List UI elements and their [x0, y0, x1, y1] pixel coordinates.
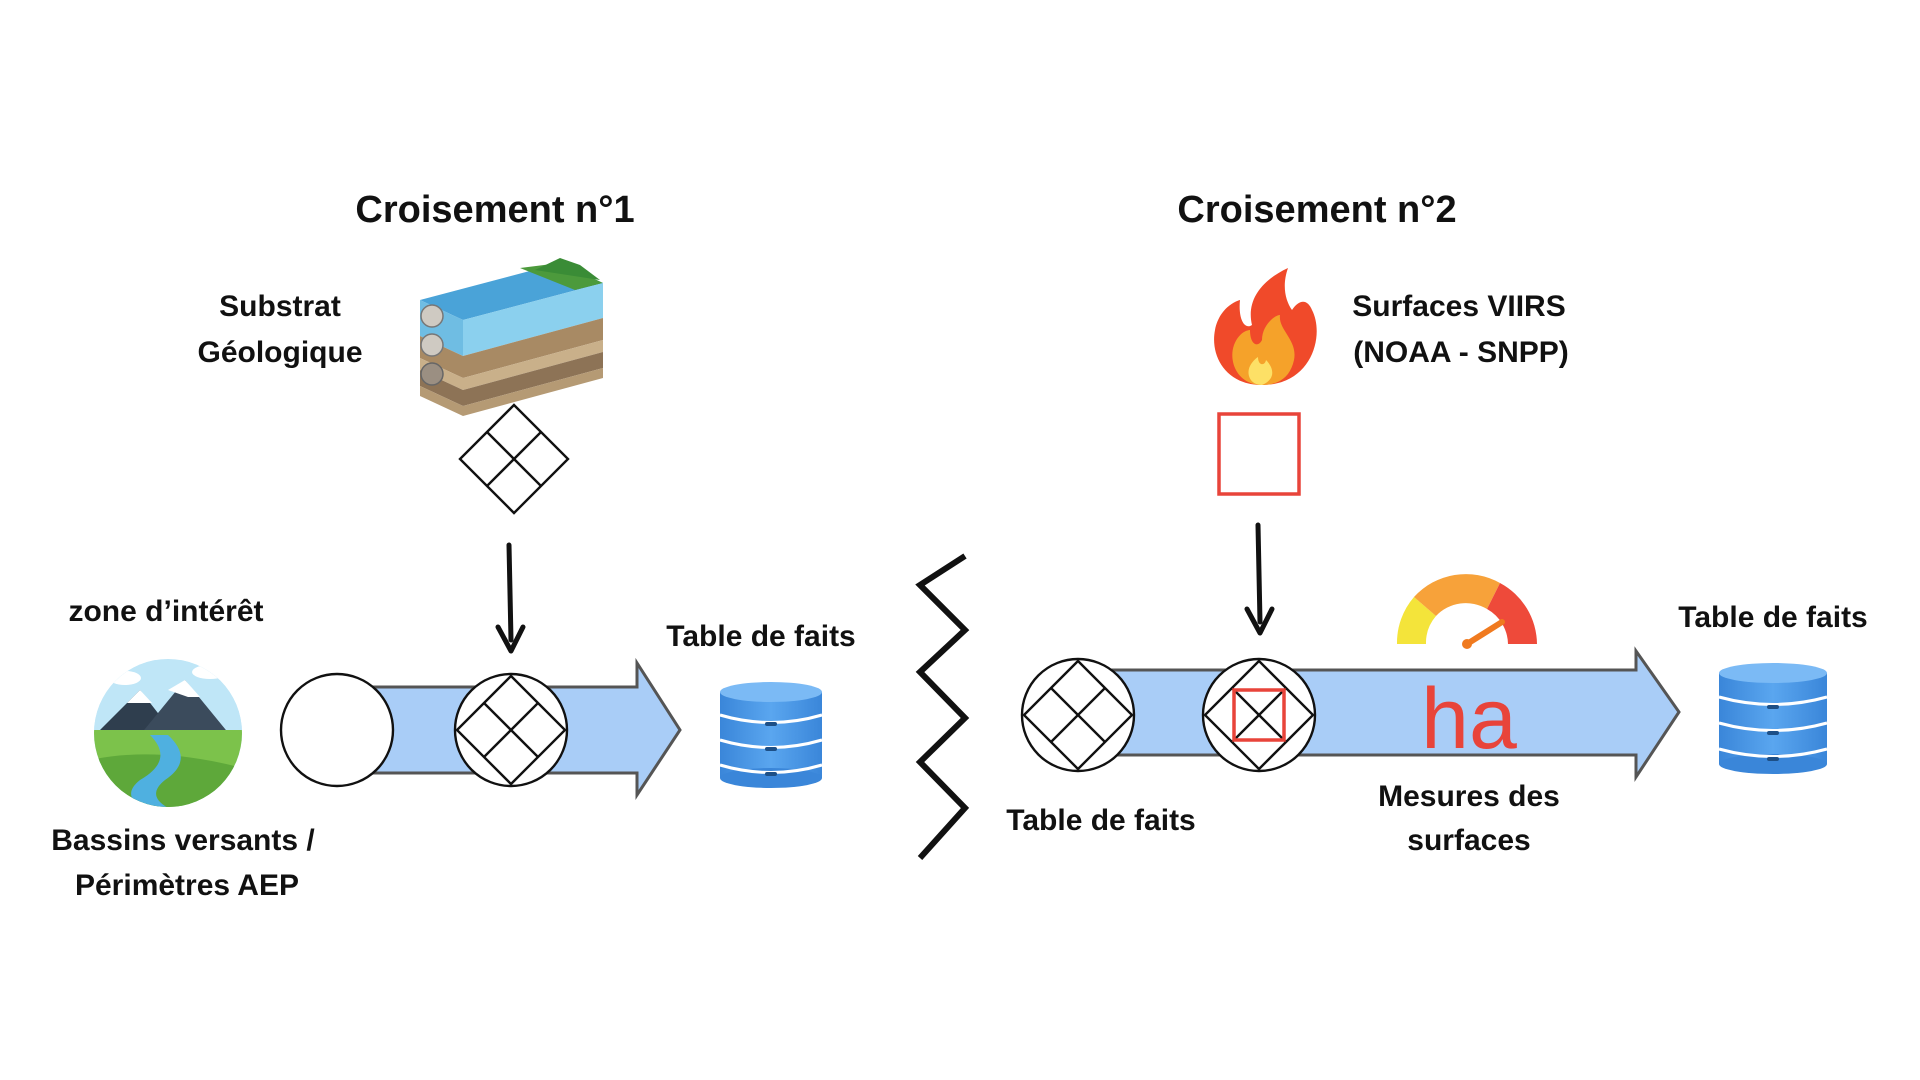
flow-arrow-2 — [1076, 646, 1681, 782]
input-circle — [279, 672, 395, 788]
intersection-node-1 — [453, 672, 569, 788]
intersection-node-3 — [1201, 657, 1317, 773]
fact-table-label-2: Table de faits — [1006, 804, 1196, 837]
unit-label: ha — [1421, 671, 1517, 767]
basins-label-line1: Bassins versants / — [51, 824, 315, 857]
database-icon — [1718, 663, 1828, 774]
fact-table-label-3: Table de faits — [1678, 601, 1868, 634]
fire-icon — [1214, 268, 1317, 385]
zigzag-separator — [915, 553, 970, 861]
section2-title: Croisement n°2 — [1177, 189, 1456, 231]
viirs-square-symbol — [1217, 412, 1301, 496]
fact-table-label-1: Table de faits — [666, 620, 856, 653]
down-arrow-2 — [1244, 522, 1275, 636]
zone-of-interest-label: zone d’intérêt — [68, 595, 263, 628]
gauge-icon — [1396, 574, 1537, 649]
measures-label-line1: Mesures des — [1378, 780, 1560, 813]
substrate-label-line1: Substrat — [219, 290, 341, 323]
intersection-node-2 — [1020, 657, 1136, 773]
substrate-label-line2: Géologique — [198, 336, 363, 369]
down-arrow-1 — [495, 542, 526, 654]
section1-title: Croisement n°1 — [355, 189, 634, 231]
mountain-landscape-icon — [94, 659, 242, 807]
intersection-symbol-icon — [458, 403, 570, 515]
geology-layers-icon — [420, 258, 603, 416]
viirs-label-line2: (NOAA - SNPP) — [1353, 336, 1569, 369]
database-icon — [719, 682, 823, 788]
basins-label-line2: Périmètres AEP — [75, 869, 299, 902]
measures-label-line2: surfaces — [1407, 824, 1530, 857]
viirs-label-line1: Surfaces VIIRS — [1352, 290, 1565, 323]
